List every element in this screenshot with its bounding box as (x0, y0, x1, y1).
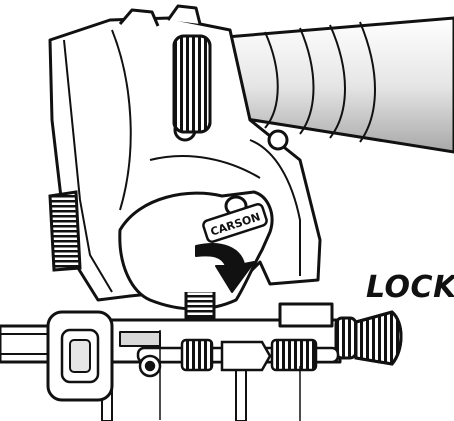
lock-label: LOCK (366, 270, 454, 305)
rail-end-loop (46, 310, 114, 402)
lock-direction-arrow-icon (195, 243, 255, 293)
adjustment-knob (334, 310, 403, 366)
tube-clamp-ring (172, 34, 212, 134)
spring-shaft (136, 338, 340, 378)
outline-edges (159, 330, 301, 421)
grip-pad (48, 190, 82, 272)
